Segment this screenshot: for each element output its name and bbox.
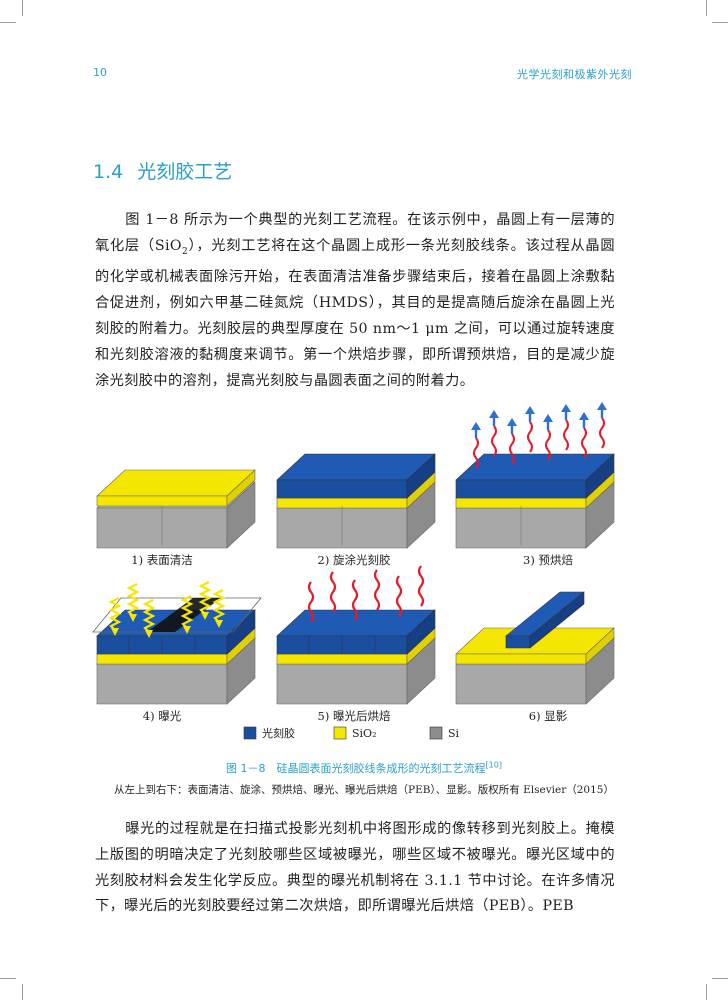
panel-caption: 3) 预烘焙: [523, 553, 573, 567]
crop-mark: [706, 0, 707, 16]
paragraph-exposure: 曝光的过程就是在扫描式投影光刻机中将图形成的像转移到光刻胶上。掩模上版图的明暗决…: [95, 817, 615, 920]
panel-caption: 5) 曝光后烘焙: [318, 709, 391, 723]
legend-label: 光刻胶: [262, 726, 295, 740]
panel-post-exposure-bake: [276, 564, 436, 705]
paragraph-text: 图 1－8 所示为一个典型的光刻工艺流程。在该示例中，晶圆上有一层薄的氧化层（S…: [95, 212, 615, 254]
panel-develop: [455, 591, 615, 705]
section-number: 1.4: [93, 161, 124, 183]
panel-pre-bake: [455, 402, 615, 549]
crop-mark: [0, 978, 16, 979]
crop-mark: [712, 978, 728, 979]
legend-label: Si: [448, 727, 460, 740]
figure-caption-ref: [10]: [485, 760, 502, 770]
crop-mark: [706, 984, 707, 1000]
panel-caption: 2) 旋涂光刻胶: [318, 553, 391, 567]
legend-label: SiO₂: [352, 727, 376, 740]
panel-caption: 6) 显影: [529, 709, 568, 723]
panel-caption: 4) 曝光: [143, 709, 182, 723]
paragraph-process-intro: 图 1－8 所示为一个典型的光刻工艺流程。在该示例中，晶圆上有一层薄的氧化层（S…: [95, 208, 615, 394]
paragraph-text: ），光刻工艺将在这个晶圆上成形一条光刻胶线条。该过程从晶圆的化学或机械表面除污开…: [95, 237, 615, 389]
crop-mark: [22, 984, 23, 1000]
subscript: 2: [181, 246, 189, 257]
figure-caption-text: 图 1－8 硅晶圆表面光刻胶线条成形的光刻工艺流程: [226, 762, 486, 775]
crop-mark: [22, 0, 23, 16]
figure-caption: 图 1－8 硅晶圆表面光刻胶线条成形的光刻工艺流程[10]: [0, 760, 728, 776]
lithography-process-figure: 1) 表面清洁 2) 旋涂光刻胶 3) 预烘焙 4) 曝光 5) 曝光后烘焙 6…: [92, 402, 632, 740]
page-number: 10: [93, 66, 107, 79]
legend-swatch-resist: [243, 726, 257, 740]
legend-swatch-oxide: [333, 726, 347, 740]
panel-exposure: [92, 580, 262, 705]
crop-mark: [0, 22, 16, 23]
crop-mark: [712, 22, 728, 23]
paragraph-text: 曝光的过程就是在扫描式投影光刻机中将图形成的像转移到光刻胶上。掩模上版图的明暗决…: [95, 821, 615, 915]
figure-note: 从左上到右下：表面清洁、旋涂、预烘焙、曝光、曝光后烘焙（PEB）、显影。版权所有…: [114, 784, 614, 796]
section-title: 光刻胶工艺: [137, 161, 233, 183]
panel-caption: 1) 表面清洁: [131, 553, 192, 567]
section-heading: 1.4 光刻胶工艺: [93, 157, 232, 184]
panel-surface-clean: [96, 469, 256, 549]
legend-swatch-silicon: [429, 726, 443, 740]
running-title: 光学光刻和极紫外光刻: [517, 68, 632, 81]
panel-spin-coat: [276, 453, 436, 549]
